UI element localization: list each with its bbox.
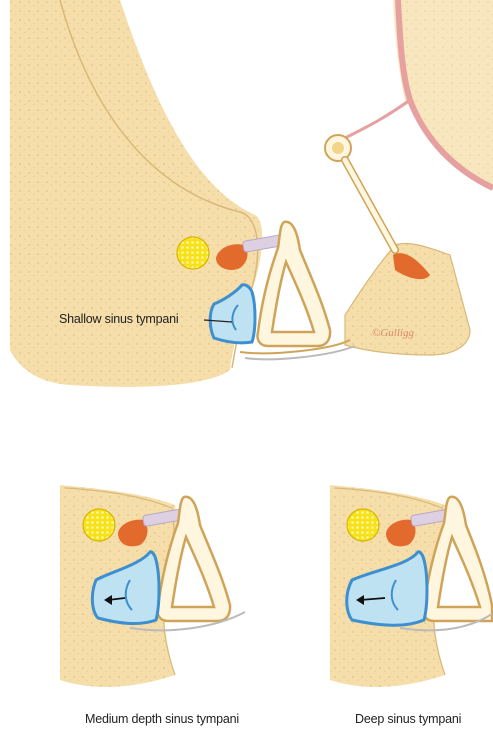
- facial-nerve: [177, 237, 209, 269]
- artist-signature: ©Gulligg: [372, 327, 414, 339]
- medium-panel: [60, 485, 245, 687]
- deep-panel: [330, 485, 492, 687]
- label-shallow-sinus-tympani: Shallow sinus tympani: [59, 312, 178, 326]
- label-deep-sinus-tympani: Deep sinus tympani: [355, 712, 461, 726]
- medium-facial-nerve: [83, 509, 115, 541]
- label-medium-sinus-tympani: Medium depth sinus tympani: [85, 712, 239, 726]
- main-panel: [10, 0, 493, 387]
- deep-facial-nerve: [347, 509, 379, 541]
